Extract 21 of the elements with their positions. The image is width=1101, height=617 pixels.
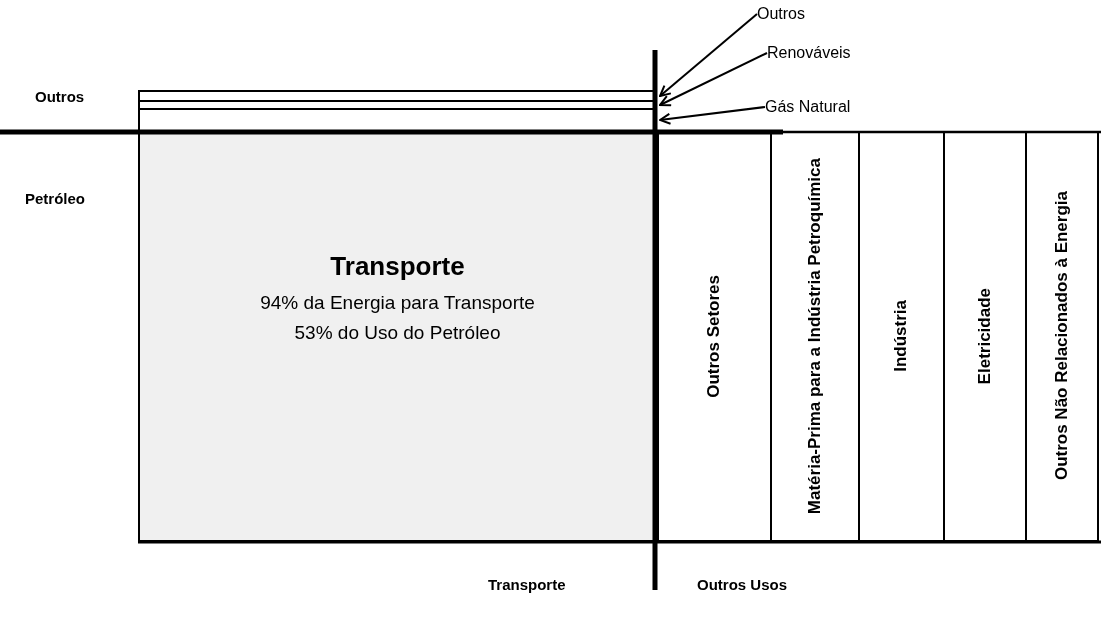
sector-label: Indústria — [890, 300, 912, 372]
axis-label: Outros Usos — [697, 576, 787, 593]
arrow-label: Gás Natural — [765, 98, 851, 116]
sector-label: Eletricidade — [973, 287, 995, 385]
arrow — [659, 106, 766, 125]
arrow — [659, 52, 768, 107]
sector-column — [1025, 132, 1099, 542]
sector-label: Matéria-Prima para a Indústria Petroquímica — [803, 157, 825, 515]
axis-label: Petróleo — [25, 190, 85, 207]
arrow-label: Outros — [757, 5, 805, 23]
arrow — [659, 13, 758, 97]
axis-label: Transporte — [488, 576, 566, 593]
sector-column — [657, 132, 772, 542]
arrow-label: Renováveis — [767, 44, 851, 62]
block-title: Transporte — [330, 250, 465, 282]
block-note: 53% do Uso do Petróleo — [294, 321, 501, 344]
sector-block — [138, 132, 655, 542]
sector-label: Outros Não Relacionados à Energia — [1050, 191, 1072, 481]
sector-label: Outros Setores — [703, 274, 725, 398]
axis-label: Outros — [35, 88, 85, 105]
block-note: 94% da Energia para Transporte — [260, 291, 535, 314]
